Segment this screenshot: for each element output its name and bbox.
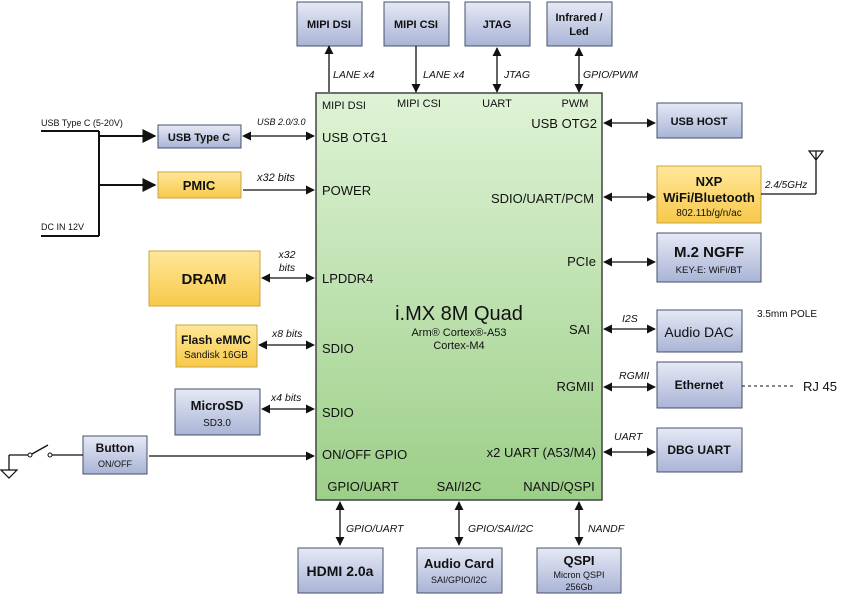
mipi-csi-link-label: LANE x4 xyxy=(423,69,465,81)
soc-port-x2-uart: x2 UART (A53/M4) xyxy=(487,445,596,460)
audio-dac-link-label: I2S xyxy=(622,313,638,325)
ethernet-block xyxy=(656,361,743,409)
usb-host-label: USB HOST xyxy=(671,116,728,128)
jtag-label: JTAG xyxy=(483,19,512,31)
dbg-uart-block xyxy=(656,427,743,473)
mipi-csi-block xyxy=(383,1,450,47)
audio-dac-block xyxy=(656,309,743,353)
antenna-freq-label: 2.4/5GHz xyxy=(764,180,807,191)
led-label: Led xyxy=(569,26,589,38)
wifi-nxp-label: NXP xyxy=(696,174,723,189)
soc-port-sdio-emmc: SDIO xyxy=(322,341,354,356)
hdmi-label: HDMI 2.0a xyxy=(307,563,374,579)
wifi-bt-label: WiFi/Bluetooth xyxy=(663,190,755,205)
soc-port-gpio-uart: GPIO/UART xyxy=(327,479,398,494)
usbc-link-label: USB 2.0/3.0 xyxy=(257,117,306,127)
ethernet-label: Ethernet xyxy=(675,378,724,392)
soc-port-lpddr4: LPDDR4 xyxy=(322,271,373,286)
soc-port-sdio-microsd: SDIO xyxy=(322,405,354,420)
microsd-label: MicroSD xyxy=(191,398,244,413)
audio-dac-label: Audio DAC xyxy=(664,324,733,340)
button-sub-label: ON/OFF xyxy=(98,459,132,469)
audio-card-link-label: GPIO/SAI/I2C xyxy=(468,523,534,535)
soc-subtitle-a53: Arm® Cortex®-A53 xyxy=(411,327,506,339)
dram-link-label-2: bits xyxy=(279,262,296,274)
usb-host-block xyxy=(656,102,743,139)
infrared-label: Infrared / xyxy=(555,12,602,24)
infrared-led-block xyxy=(546,1,613,47)
hdmi-block xyxy=(297,547,384,594)
wifi-bt-block xyxy=(656,165,762,224)
ethernet-link-label: RGMII xyxy=(619,370,649,382)
soc-port-pwm: PWM xyxy=(562,98,589,110)
audio-card-sub-label: SAI/GPIO/I2C xyxy=(431,575,488,585)
usb-typec-label: USB Type C xyxy=(168,132,230,144)
emmc-label: Flash eMMC xyxy=(181,333,251,347)
dram-block xyxy=(148,250,261,307)
soc-subtitle-m4: Cortex-M4 xyxy=(433,340,484,352)
mipi-csi-label: MIPI CSI xyxy=(394,19,438,31)
microsd-sub-label: SD3.0 xyxy=(203,418,231,429)
microsd-link-label: x4 bits xyxy=(270,392,302,404)
emmc-sub-label: Sandisk 16GB xyxy=(184,350,248,361)
dram-label: DRAM xyxy=(182,271,227,288)
qspi-label: QSPI xyxy=(563,553,594,568)
soc-block xyxy=(315,92,603,501)
qspi-link-label: NANDF xyxy=(588,523,625,535)
emmc-block xyxy=(175,324,258,368)
soc-port-onoff-gpio: ON/OFF GPIO xyxy=(322,447,407,462)
m2-key-label: KEY-E: WiFi/BT xyxy=(676,265,743,276)
qspi-block xyxy=(536,547,622,594)
dc-in-label: DC IN 12V xyxy=(41,222,84,232)
audio-card-label: Audio Card xyxy=(424,556,494,571)
qspi-sub-label-2: 256Gb xyxy=(565,582,592,592)
wifi-std-label: 802.11b/g/n/ac xyxy=(676,208,741,219)
soc-port-uart: UART xyxy=(482,98,512,110)
soc-title: i.MX 8M Quad xyxy=(395,303,523,325)
qspi-sub-label-1: Micron QSPI xyxy=(553,570,604,580)
soc-port-sdio-uart-pcm: SDIO/UART/PCM xyxy=(491,191,594,206)
m2-ngff-label: M.2 NGFF xyxy=(674,244,744,261)
dbg-uart-label: DBG UART xyxy=(667,443,731,457)
emmc-link-label: x8 bits xyxy=(271,328,303,340)
soc-port-rgmii: RGMII xyxy=(556,379,594,394)
jtag-block xyxy=(464,1,531,47)
soc-port-nand-qspi: NAND/QSPI xyxy=(523,479,595,494)
switch-ground-icon xyxy=(0,444,83,479)
soc-port-sai: SAI xyxy=(569,322,590,337)
dbg-uart-link-label: UART xyxy=(614,431,644,443)
infrared-link-label: GPIO/PWM xyxy=(583,69,638,81)
microsd-block xyxy=(174,388,261,436)
soc-port-mipi-dsi: MIPI DSI xyxy=(322,100,366,112)
mipi-dsi-block xyxy=(296,1,363,47)
soc-port-power: POWER xyxy=(322,183,371,198)
soc-port-sai-i2c: SAI/I2C xyxy=(437,479,482,494)
usb-typec-block xyxy=(157,124,242,149)
soc-port-mipi-csi: MIPI CSI xyxy=(397,98,441,110)
jtag-link-label: JTAG xyxy=(503,69,530,81)
pmic-label: PMIC xyxy=(183,178,216,193)
pole-note-label: 3.5mm POLE xyxy=(757,309,817,320)
button-label: Button xyxy=(96,441,135,455)
dram-link-label-1: x32 xyxy=(278,249,296,261)
antenna-icon xyxy=(761,150,825,195)
audio-card-block xyxy=(416,547,503,594)
hdmi-link-label: GPIO/UART xyxy=(346,523,405,535)
mipi-dsi-link-label: LANE x4 xyxy=(333,69,375,81)
soc-port-usb-otg1: USB OTG1 xyxy=(322,130,388,145)
pmic-link-label: x32 bits xyxy=(256,172,295,184)
mipi-dsi-label: MIPI DSI xyxy=(307,19,351,31)
rj45-label: RJ 45 xyxy=(803,379,837,394)
usb-typec-input-label: USB Type C (5-20V) xyxy=(41,118,123,128)
soc-port-pcie: PCIe xyxy=(567,254,596,269)
soc-port-usb-otg2: USB OTG2 xyxy=(531,116,597,131)
m2-ngff-block xyxy=(656,232,762,283)
pmic-block xyxy=(157,171,242,199)
